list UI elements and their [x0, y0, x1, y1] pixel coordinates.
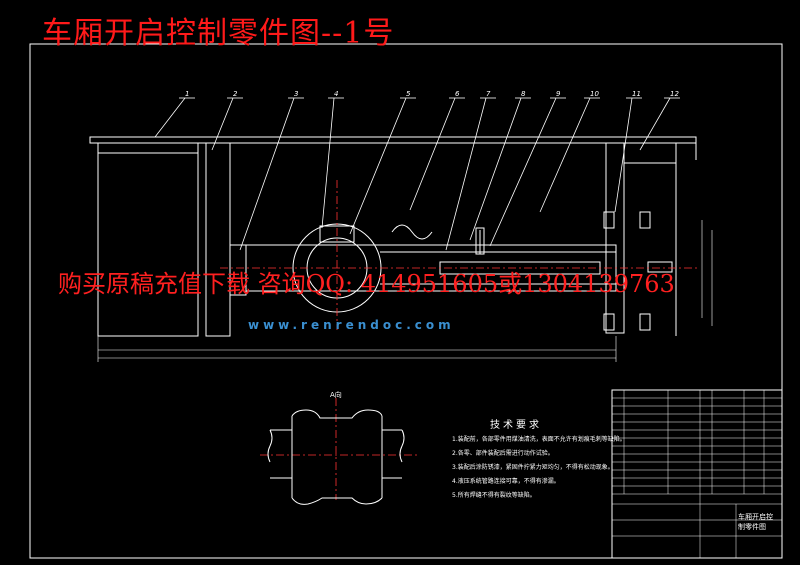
title-block-drawing-name: 车厢开启控制零件图 [738, 513, 773, 531]
balloon-number: 6 [455, 90, 460, 98]
balloon-number: 3 [294, 90, 298, 98]
parts-list [612, 390, 782, 558]
purchase-watermark: 购买原稿充值下载 咨询QQ: 414951605或1304139763 [58, 270, 675, 298]
tech-requirement-line: 5.所有焊缝不得有裂纹等缺陷。 [452, 492, 536, 499]
balloon-number: 1 [185, 90, 189, 98]
section-a-view [267, 409, 405, 505]
balloon-number: 10 [590, 90, 599, 98]
balloon-number: 11 [632, 90, 641, 98]
balloon-number: 2 [233, 90, 238, 98]
dimension-lines [97, 220, 713, 362]
balloon-number: 9 [556, 90, 561, 98]
tech-requirements-title: 技术要求 [490, 420, 542, 431]
section-a-label: A向 [330, 391, 342, 399]
leader-lines [154, 97, 671, 251]
tech-requirement-line: 2.各零、部件装配后需进行动作试验。 [452, 450, 554, 457]
title-block-frame [611, 389, 783, 559]
tech-requirement-line: 3.装配后涂防锈漆，紧固件拧紧力矩均匀，不得有松动现象。 [452, 464, 614, 471]
balloon-number: 4 [334, 90, 338, 98]
balloon-number: 5 [406, 90, 411, 98]
balloon-number: 12 [670, 90, 679, 98]
tech-requirement-line: 4.液压系统管路连接可靠，不得有渗漏。 [452, 478, 560, 485]
balloon-number: 7 [486, 90, 491, 98]
site-watermark: www.renrendoc.com [248, 318, 455, 332]
tech-requirement-line: 1.装配前，各部零件用煤油清洗，表面不允许有划痕毛刺等缺陷。 [452, 436, 626, 443]
drawing-frame [29, 43, 783, 559]
balloon-number: 8 [521, 90, 526, 98]
main-assembly-view [89, 136, 697, 337]
centerlines [220, 180, 700, 500]
drawing-title: 车厢开启控制零件图--1号 [42, 16, 395, 51]
